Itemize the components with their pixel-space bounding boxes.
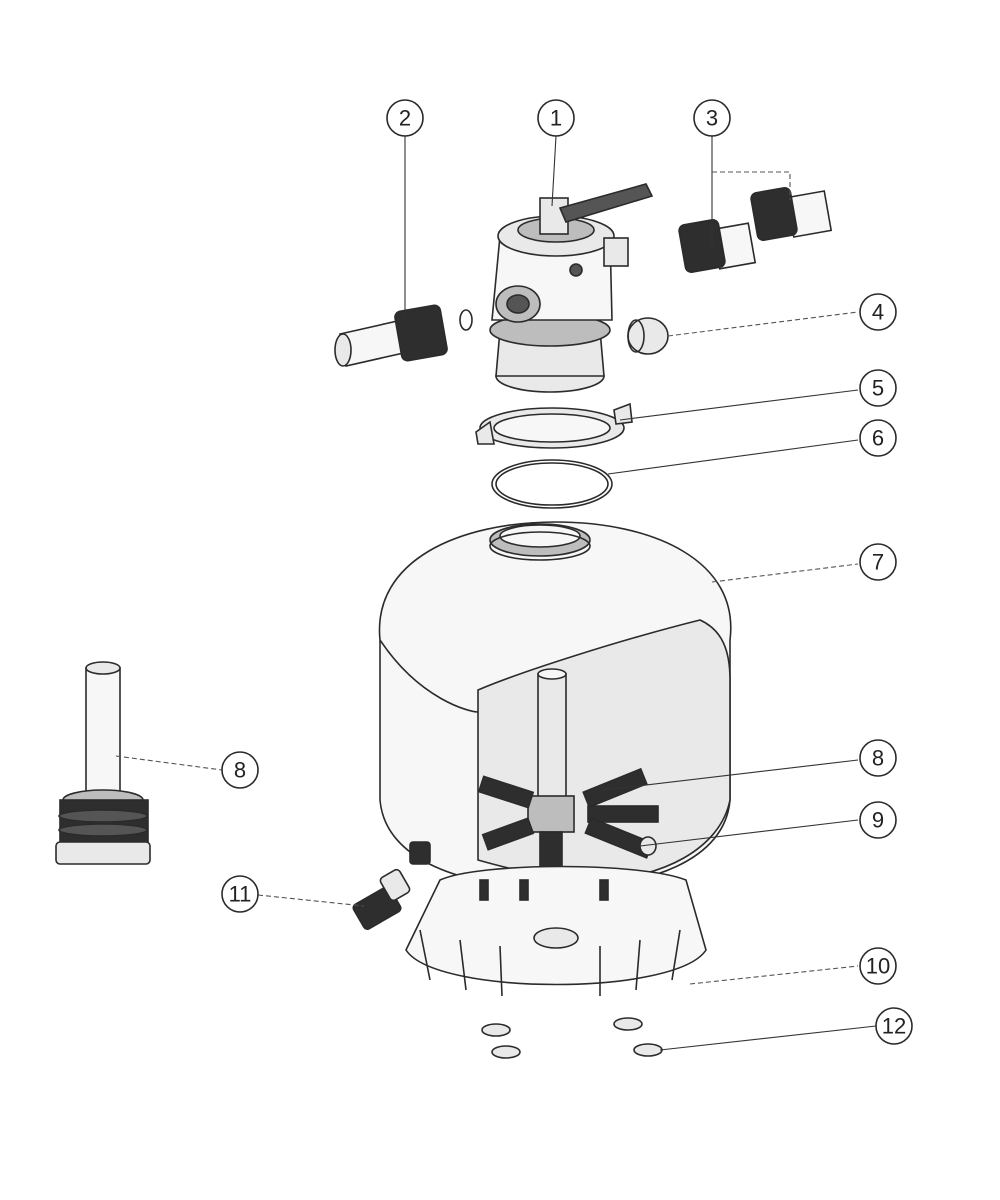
callout-11-label: 11	[229, 882, 252, 907]
union-connector-pair	[678, 187, 833, 273]
leader-lines	[115, 135, 877, 1051]
callout-2: 2	[386, 99, 424, 137]
leader-11	[257, 894, 365, 907]
callout-11: 11	[221, 875, 259, 913]
leader-1	[551, 135, 557, 207]
callout-5: 5	[859, 369, 897, 407]
callout-9-label: 9	[872, 808, 884, 833]
callout-8-loose: 8	[221, 751, 259, 789]
leader-6	[607, 439, 859, 475]
wing-nuts	[481, 1017, 663, 1059]
o-ring	[491, 459, 613, 509]
leader-8-loose	[115, 755, 223, 771]
callout-8-installed: 8	[859, 739, 897, 777]
leader-12	[659, 1025, 877, 1051]
callout-5-label: 5	[872, 376, 884, 401]
callout-7-label: 7	[872, 550, 884, 575]
leader-7	[711, 563, 859, 583]
callout-2-label: 2	[399, 106, 411, 131]
lateral-assembly-installed	[477, 668, 659, 871]
callout-1: 1	[537, 99, 575, 137]
callout-8-loose-label: 8	[234, 758, 246, 783]
callout-8-installed-label: 8	[872, 746, 884, 771]
callout-12: 12	[875, 1007, 913, 1045]
drain-plug	[352, 841, 431, 930]
leader-9	[639, 819, 859, 847]
clamp-ring	[475, 402, 633, 449]
callout-6-label: 6	[872, 426, 884, 451]
leader-3b	[712, 171, 791, 200]
tank-base	[405, 865, 707, 997]
callout-12-label: 12	[882, 1014, 906, 1039]
lateral-standpipe-loose	[55, 661, 151, 865]
callout-4-label: 4	[872, 300, 884, 325]
callout-4: 4	[859, 293, 897, 331]
callout-3-label: 3	[706, 106, 718, 131]
leader-4	[667, 311, 859, 337]
leader-5	[619, 389, 859, 421]
plug-cap	[627, 317, 669, 355]
leader-8-installed	[603, 759, 859, 791]
multiport-valve	[489, 183, 654, 393]
leader-10	[689, 965, 859, 985]
union-connector-single	[334, 304, 473, 367]
callout-1-label: 1	[550, 106, 562, 131]
callout-10: 10	[859, 947, 897, 985]
callout-9: 9	[859, 801, 897, 839]
callout-6: 6	[859, 419, 897, 457]
callout-7: 7	[859, 543, 897, 581]
callout-10-label: 10	[866, 954, 890, 979]
callout-3: 3	[693, 99, 731, 137]
